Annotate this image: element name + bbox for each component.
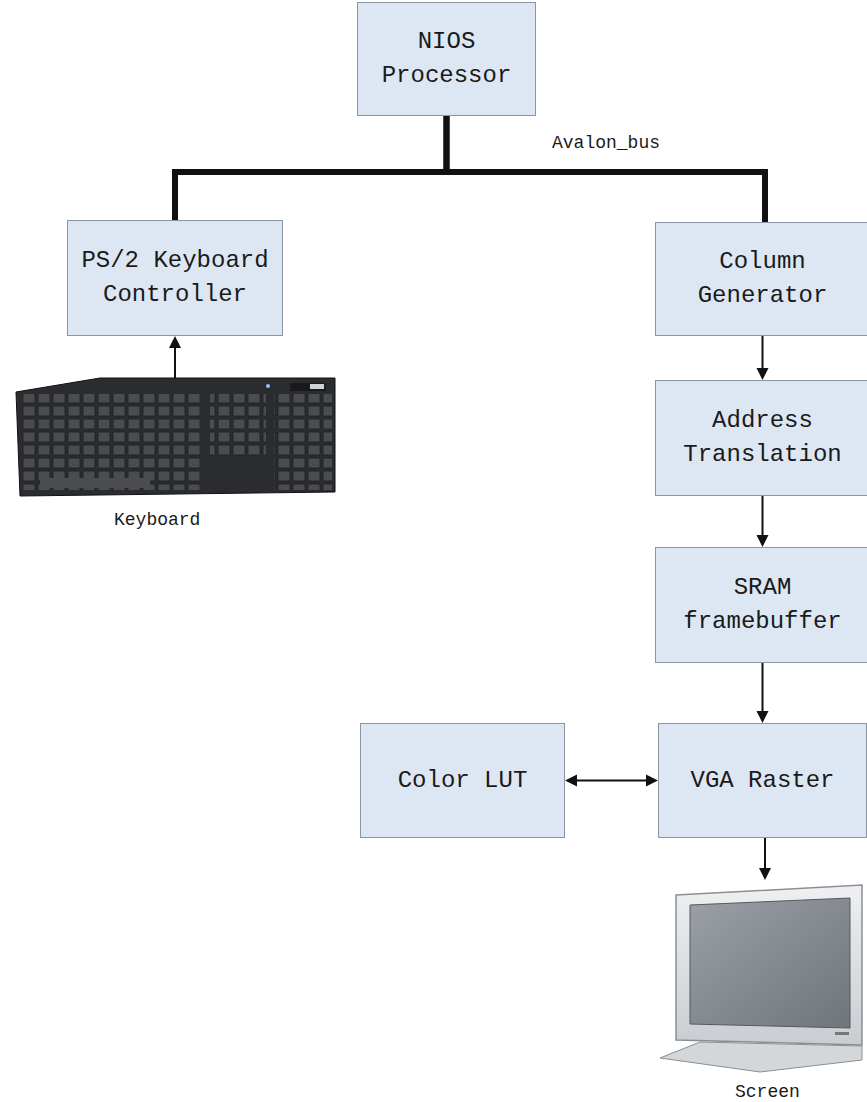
keyboard-arrow: [169, 336, 181, 378]
box-text: NIOS Processor: [358, 25, 535, 93]
avalon-bus-line: [447, 116, 766, 222]
avalon-bus-line: [175, 116, 447, 220]
box-text: Color LUT: [392, 764, 534, 798]
processor-box: NIOS Processor: [357, 2, 536, 116]
box-text: SRAM framebuffer: [656, 571, 867, 639]
flow-arrow: [757, 496, 769, 547]
screen-arrow: [759, 838, 771, 880]
picture-label: Screen: [735, 1082, 800, 1102]
bus-label: Avalon_bus: [552, 133, 660, 153]
lookup-box: Color LUT: [360, 723, 565, 838]
keyboard-picture: [16, 378, 335, 496]
process-box: VGA Raster: [658, 723, 867, 838]
controller-box: PS/2 Keyboard Controller: [67, 220, 283, 336]
picture-label: Keyboard: [114, 510, 200, 530]
flow-arrow: [565, 775, 658, 787]
memory-box: SRAM framebuffer: [655, 547, 867, 663]
process-box: Address Translation: [655, 380, 867, 496]
box-text: Column Generator: [656, 245, 867, 313]
flow-arrow: [757, 336, 769, 380]
flow-arrow: [757, 663, 769, 723]
monitor-picture: [660, 885, 862, 1072]
box-text: VGA Raster: [684, 764, 840, 798]
box-text: PS/2 Keyboard Controller: [68, 244, 282, 312]
process-box: Column Generator: [655, 222, 867, 336]
box-text: Address Translation: [656, 404, 867, 472]
